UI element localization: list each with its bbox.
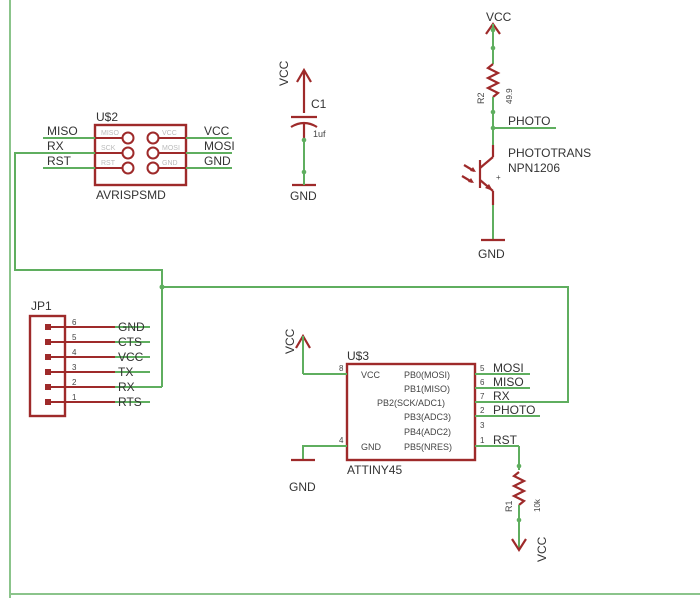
u2-pin-label-4: MOSI [162, 145, 180, 152]
jp1-pin-num-6: 6 [72, 318, 77, 327]
u2-pin-label-3: SCK [101, 145, 116, 152]
u3-vcc-pin-label: VCC [361, 370, 381, 380]
u2-net-vcc: VCC [204, 124, 230, 138]
u3-pin-label-pb4: PB4(ADC2) [404, 427, 451, 437]
u2-net-mosi: MOSI [204, 139, 235, 153]
u3-vcc-pin-num: 8 [339, 364, 344, 373]
jp1-ref: JP1 [31, 299, 52, 313]
u3-pin-num-5: 5 [480, 364, 485, 373]
phototrans-name: PHOTOTRANS [508, 146, 591, 160]
jp1-net-vcc: VCC [118, 350, 144, 364]
u2-pin-label-1: MISO [101, 130, 119, 137]
r1-value: 10k [533, 498, 542, 512]
u3-pin-label-pb3: PB3(ADC3) [404, 412, 451, 422]
u3-pin-num-6: 6 [480, 378, 485, 387]
c1-value: 1uf [313, 129, 326, 139]
r1-vcc-label: VCC [535, 536, 549, 562]
r1-resistor: R1 10k VCC [504, 446, 549, 562]
phototrans-value: NPN1206 [508, 161, 560, 175]
jp1-pin-num-3: 3 [72, 363, 77, 372]
u2-isp-header: U$2 AVRISPSMD MISO SCK RST VCC MOSI GND [93, 110, 188, 202]
u3-pin-label-pb2: PB2(SCK/ADC1) [377, 398, 445, 408]
jp1-pin-num-2: 2 [72, 378, 77, 387]
u3-pin-num-7: 7 [480, 392, 485, 401]
u2-body [93, 123, 188, 187]
r2-value: 49.9 [505, 88, 514, 104]
u3-pin-label-pb5: PB5(NRES) [404, 442, 452, 452]
jp1-pin-num-4: 4 [72, 348, 77, 357]
u3-pin-num-3: 3 [480, 421, 485, 430]
u2-net-rx: RX [47, 139, 64, 153]
u2-net-rst: RST [47, 154, 72, 168]
u3-net-miso: MISO [493, 375, 524, 389]
phototransistor: + PHOTOTRANS NPN1206 GND [461, 145, 591, 261]
rx-junction [159, 284, 165, 290]
r2-zigzag [485, 63, 501, 98]
r2-vcc-label: VCC [486, 10, 512, 24]
u2-pin-label-2: VCC [162, 130, 177, 137]
u3-vcc-supply-label: VCC [283, 328, 297, 354]
u3-attiny45: U$3 ATTINY45 VCC 8 VCC GND 4 GND PB0(MOS… [283, 328, 485, 494]
u2-pin-label-5: RST [101, 160, 116, 167]
jp1-net-gnd: GND [118, 320, 145, 334]
rx-net-wire-to-attiny [162, 286, 569, 403]
rx-net-wire [14, 152, 163, 387]
u2-ref: U$2 [96, 110, 118, 124]
u3-pin-label-pb1: PB1(MISO) [404, 384, 450, 394]
c1-ref: C1 [311, 97, 327, 111]
phototrans-gnd-label: GND [478, 247, 505, 261]
c1-vcc-label: VCC [277, 60, 291, 86]
u3-pin-num-1: 1 [480, 436, 485, 445]
u3-gnd-pin-label: GND [361, 442, 382, 452]
u2-name: AVRISPSMD [96, 188, 166, 202]
u2-pads [95, 131, 186, 175]
u3-gnd-supply-label: GND [289, 480, 316, 494]
c1-capacitor: VCC C1 1uf GND [277, 60, 327, 203]
photo-net-label: PHOTO [508, 114, 550, 128]
u3-net-photo: PHOTO [493, 403, 535, 417]
phototrans-plus: + [496, 173, 501, 182]
r2-ref: R2 [476, 92, 486, 104]
jp1-net-rts: RTS [118, 395, 142, 409]
jp1-header: JP1 6 5 4 3 2 1 [28, 299, 115, 418]
u2-net-miso: MISO [47, 124, 78, 138]
jp1-pin-num-1: 1 [72, 393, 77, 402]
u3-pin-label-pb0: PB0(MOSI) [404, 370, 450, 380]
r1-ref: R1 [504, 500, 514, 512]
jp1-body [28, 314, 67, 418]
jp1-pins [45, 324, 115, 405]
r1-vcc-arrow [511, 538, 527, 553]
c1-gnd-label: GND [290, 189, 317, 203]
jp1-pin-num-5: 5 [72, 333, 77, 342]
u3-net-rx: RX [493, 389, 510, 403]
u3-net-rst: RST [493, 433, 518, 447]
u2-pin-label-6: GND [162, 160, 178, 167]
u3-body [345, 362, 477, 462]
u3-net-mosi: MOSI [493, 361, 524, 375]
jp1-net-tx: TX [118, 365, 133, 379]
r1-zigzag [511, 471, 527, 506]
u3-gnd-pin-num: 4 [339, 436, 344, 445]
u3-ref: U$3 [347, 349, 369, 363]
r2-resistor: VCC R2 49.9 [476, 10, 514, 145]
u3-pin-num-2: 2 [480, 406, 485, 415]
jp1-net-cts: CTS [118, 335, 142, 349]
jp1-net-rx: RX [118, 380, 135, 394]
u3-name: ATTINY45 [347, 463, 402, 477]
u2-net-gnd: GND [204, 154, 231, 168]
